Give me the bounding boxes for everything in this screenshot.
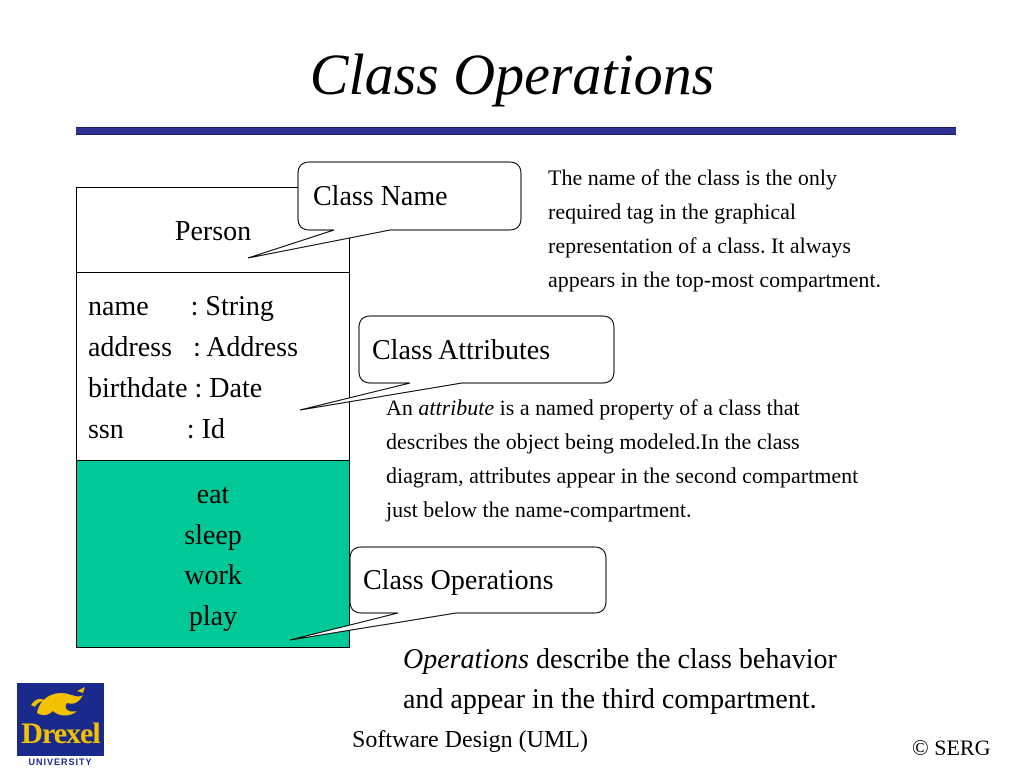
attribute-row: ssn : Id [88,414,225,445]
logo-subtext: UNIVERSITY [28,757,93,767]
class-name-description: The name of the class is the only requir… [548,161,881,297]
description-line: required tag in the graphical [548,199,797,224]
description-line: The name of the class is the only [548,165,837,190]
logo-wordmark: Drexel [21,717,100,750]
uml-class-box: Person name : String address : Address b… [76,187,350,648]
attribute-row: name : String [88,291,274,322]
slide-title: Class Operations [309,42,715,107]
description-line: and appear in the third compartment. [403,684,817,715]
class-operations-callout-label: Class Operations [363,565,554,596]
operation-item: sleep [184,520,242,551]
attribute-row: address : Address [88,332,298,363]
name-compartment: Person [77,188,349,273]
logo-background: Drexel [17,683,104,756]
operations-description: Operations describe the class behavior a… [403,640,837,720]
attribute-emphasis: attribute [418,395,495,420]
description-text: is a named property of a class that [494,395,800,420]
description-text: describe the class behavior [529,644,837,675]
description-line: An attribute is a named property of a cl… [386,391,858,425]
class-name-callout-shape [247,161,522,259]
operations-compartment: eat sleep work play [77,461,349,647]
operations-emphasis: Operations [403,644,529,675]
class-name-text: Person [174,216,252,247]
title-underline [76,127,956,135]
class-name-callout-label: Class Name [313,181,448,212]
description-line: just below the name-compartment. [386,497,692,522]
dragon-icon [31,687,85,716]
description-line: representation of a class. It always [548,233,851,258]
class-attributes-callout-label: Class Attributes [372,335,551,366]
operation-item: work [184,560,242,591]
class-operations-callout-shape [289,546,607,641]
operation-item: play [188,601,238,632]
attributes-compartment: name : String address : Address birthdat… [77,273,349,461]
class-attributes-callout-shape [299,315,615,411]
attribute-row: birthdate : Date [88,373,263,404]
attribute-description: An attribute is a named property of a cl… [386,391,858,527]
description-line: diagram, attributes appear in the second… [386,463,859,488]
footer-course-title: Software Design (UML) [352,727,588,753]
operation-item: eat [196,479,230,510]
description-text: An [386,395,419,420]
description-line: Operations describe the class behavior [403,640,837,680]
description-line: appears in the top-most compartment. [548,267,881,292]
description-line: describes the object being modeled.In th… [386,429,800,454]
drexel-logo: Drexel UNIVERSITY [17,683,104,767]
footer-copyright: © SERG [912,735,991,760]
